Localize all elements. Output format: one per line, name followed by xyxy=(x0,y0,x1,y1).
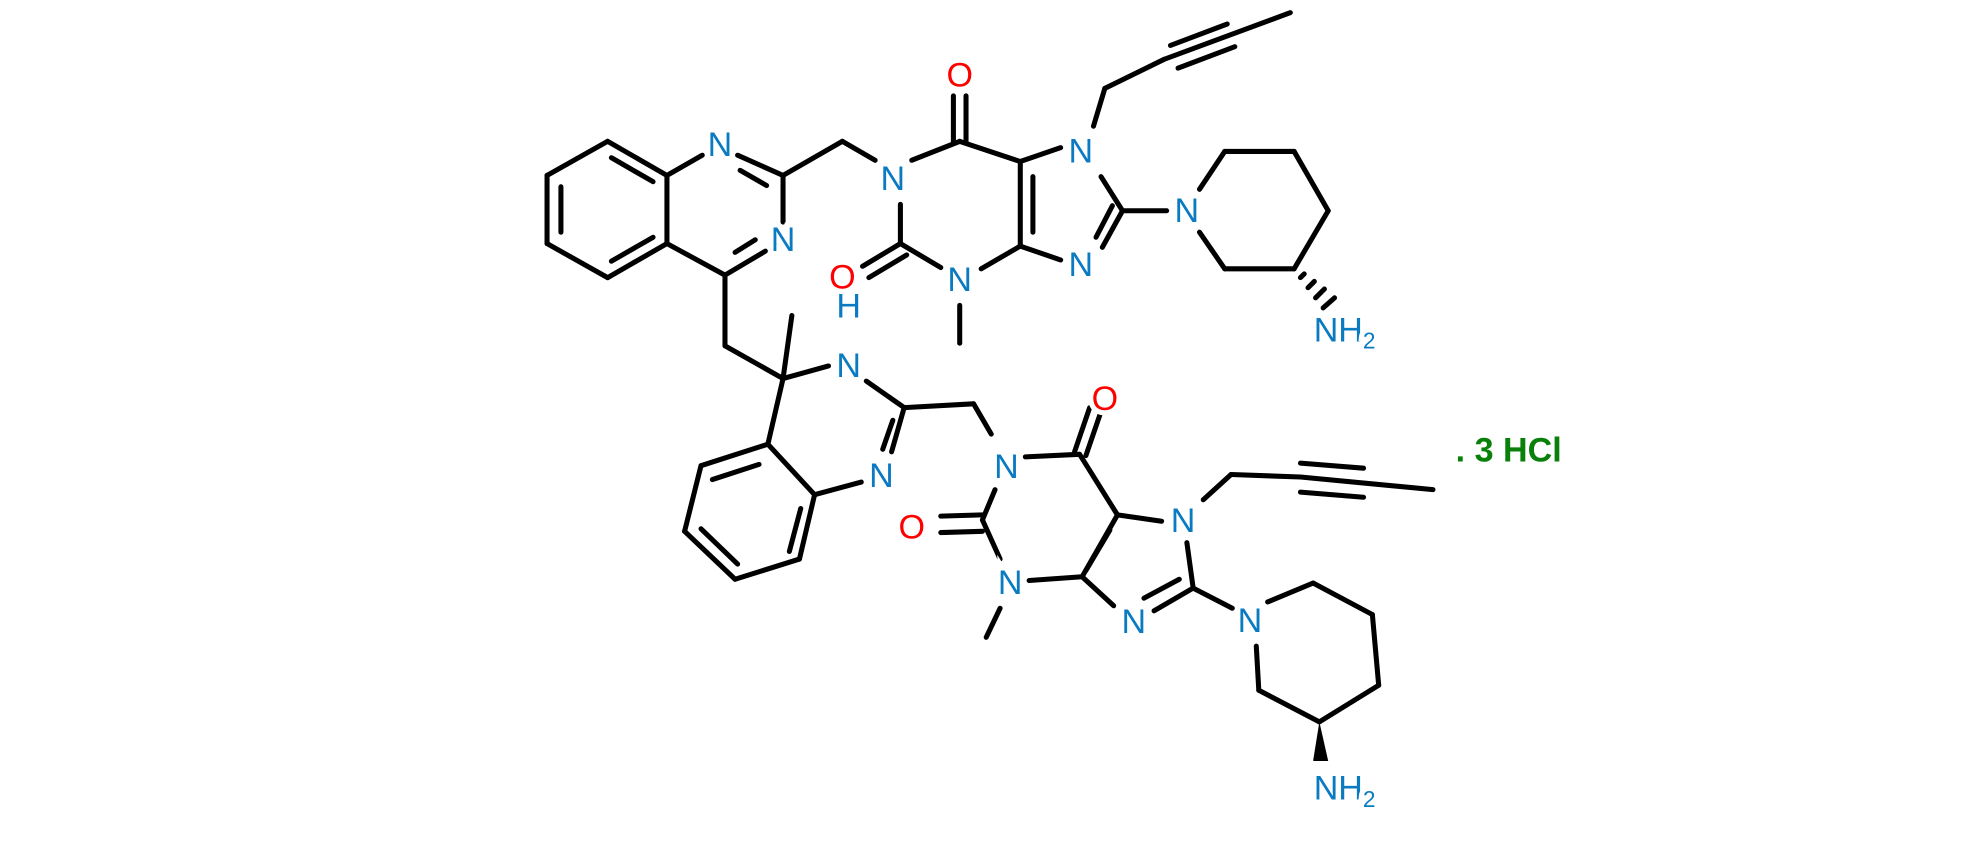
atom-n: N xyxy=(998,564,1023,602)
wedge-bond xyxy=(1313,721,1329,761)
atom-n: N xyxy=(708,126,733,164)
atom-n: N xyxy=(836,347,861,385)
atom-n: N xyxy=(1069,246,1094,284)
atom-n: N xyxy=(994,448,1019,486)
atom-o: O xyxy=(946,57,973,95)
atom-h: H xyxy=(836,288,861,326)
atom-n: N xyxy=(869,457,894,495)
atom-nh2: NH2 xyxy=(1314,770,1376,812)
atom-n: N xyxy=(881,160,906,198)
atom-n: N xyxy=(1069,132,1094,170)
atom-n: N xyxy=(1175,192,1200,230)
atom-labels: N N N O O N N N N NH2 H N N N O O N N N … xyxy=(703,52,1567,817)
atom-n: N xyxy=(771,221,796,259)
atom-nh2: NH2 xyxy=(1314,312,1376,354)
atom-o: O xyxy=(829,259,856,297)
atom-n: N xyxy=(947,261,972,299)
atom-n: N xyxy=(1122,603,1147,641)
bonds xyxy=(544,10,1436,725)
salt-label: . 3 HCl xyxy=(1456,432,1562,470)
atom-n: N xyxy=(1238,602,1263,640)
atom-n: N xyxy=(1171,502,1196,540)
atom-o: O xyxy=(1092,380,1119,418)
atom-o: O xyxy=(899,509,926,547)
